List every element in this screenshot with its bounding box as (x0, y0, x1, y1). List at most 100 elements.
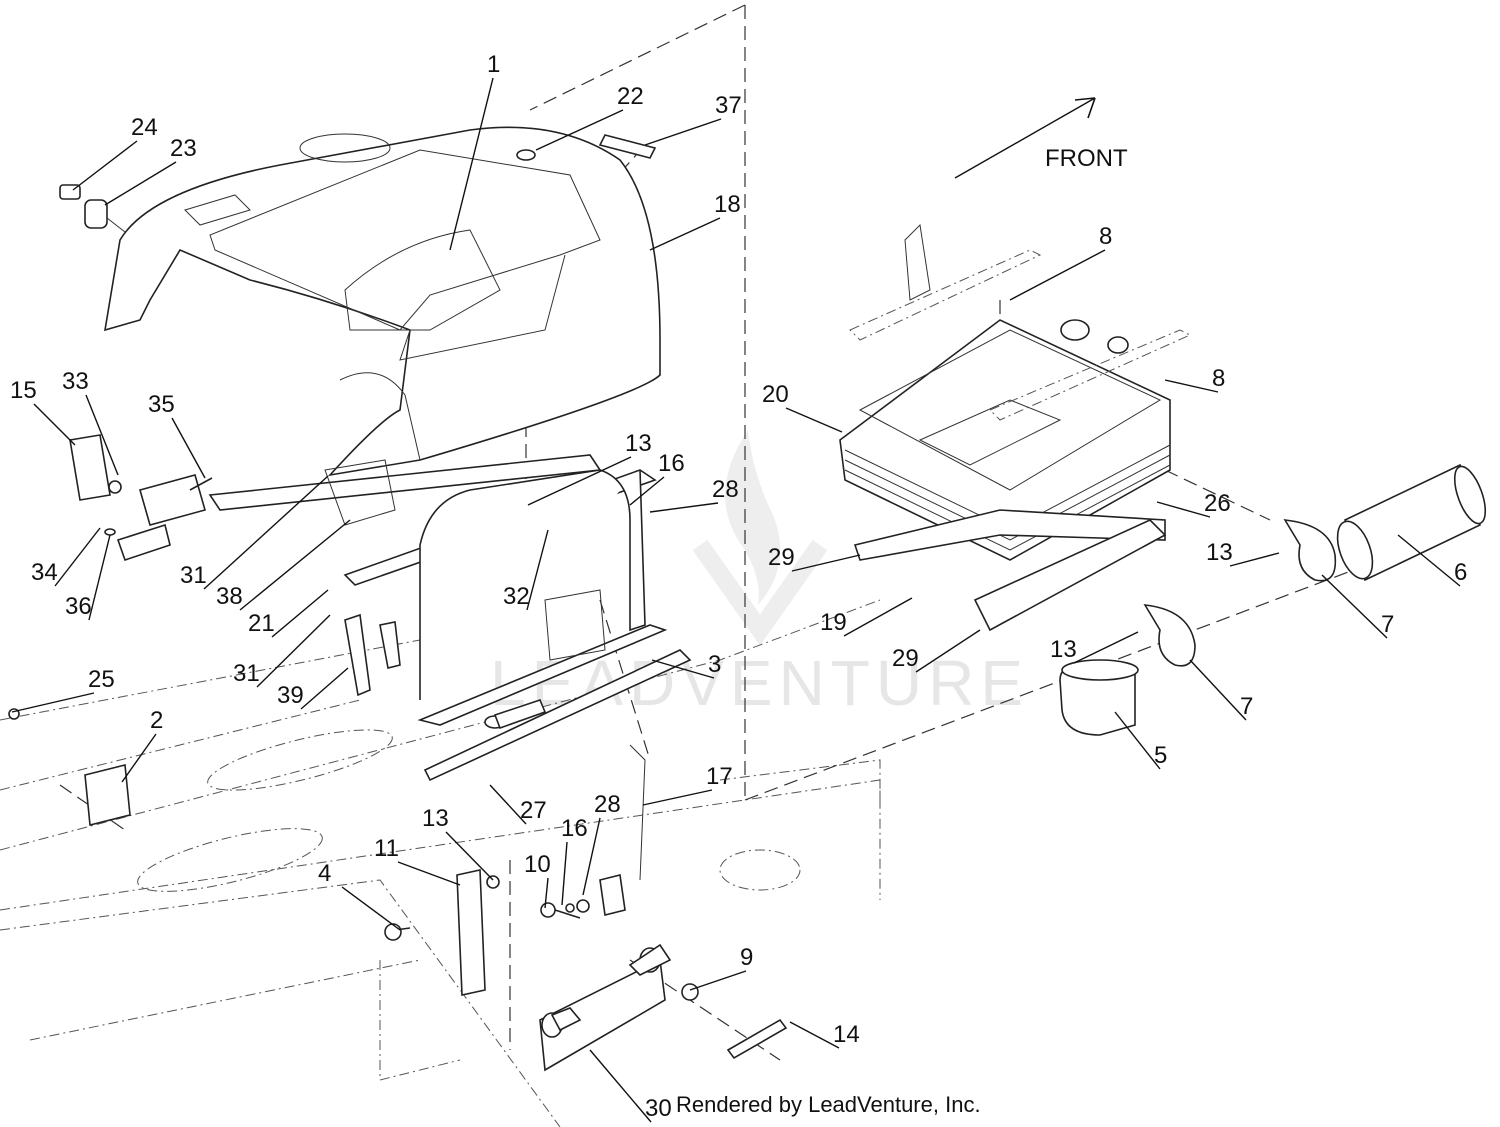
callout-number: 32 (503, 583, 530, 610)
callout-number: 31 (180, 562, 207, 589)
callout-leader-line (1397, 534, 1461, 587)
callout-number: 8 (1099, 223, 1112, 250)
assembly-lines (59, 4, 1381, 1061)
callout-leader-line (445, 831, 494, 881)
callout-number: 21 (248, 610, 275, 637)
callout-leader-line (915, 629, 981, 673)
callout-leader-line (85, 394, 119, 476)
callout-leader-line (1156, 501, 1211, 518)
seat-support-frame (208, 454, 692, 782)
callout-c15: 15 (10, 377, 76, 446)
washer-part (516, 149, 536, 161)
callout-number: 16 (658, 450, 685, 477)
callout-leader-line (1189, 659, 1247, 721)
callout-number: 2 (150, 707, 163, 734)
callout-leader-line (526, 529, 549, 611)
callout-leader-line (644, 118, 722, 146)
callout-number: 15 (10, 377, 37, 404)
callout-c22: 22 (535, 83, 644, 151)
front-direction-arrow: FRONT (954, 97, 1128, 179)
callout-c6: 6 (1397, 534, 1467, 587)
callout-c37: 37 (644, 92, 742, 146)
callout-c7a: 7 (1321, 574, 1394, 639)
callout-number: 5 (1154, 742, 1167, 769)
callout-c13c: 13 (1050, 631, 1139, 664)
callout-leader-line (527, 456, 632, 506)
callout-number: 17 (706, 763, 733, 790)
callout-number: 22 (617, 83, 644, 110)
callout-number: 11 (374, 835, 399, 862)
callout-c13b: 13 (1206, 539, 1280, 567)
callout-leader-line (629, 476, 665, 506)
front-label: FRONT (1045, 145, 1128, 172)
callout-leader-line (582, 817, 601, 896)
callout-number: 37 (715, 92, 742, 119)
callout-leader-line (1321, 574, 1388, 639)
callout-leader-line (791, 554, 861, 572)
callout-c8a: 8 (1009, 223, 1112, 301)
callout-number: 4 (318, 860, 331, 887)
callout-leader-line (397, 861, 461, 886)
callout-number: 13 (1050, 636, 1077, 663)
callout-number: 34 (31, 559, 58, 586)
strip-part (598, 134, 657, 159)
callout-c28a: 28 (649, 476, 739, 513)
callout-leader-line (1229, 552, 1280, 567)
callout-c8b: 8 (1164, 365, 1225, 393)
callout-leader-line (649, 217, 721, 251)
callout-number: 13 (625, 430, 652, 457)
callout-c16b: 16 (561, 815, 588, 906)
callout-number: 39 (277, 682, 304, 709)
callout-c17: 17 (642, 763, 733, 806)
callout-c32: 32 (503, 529, 549, 611)
callout-number: 13 (1206, 539, 1233, 566)
rendered-by-footer: Rendered by LeadVenture, Inc. (676, 1092, 981, 1117)
callout-leader-line (649, 502, 719, 513)
callout-number: 36 (65, 593, 92, 620)
callout-leader-line (54, 527, 101, 587)
callout-c30: 30 (589, 1049, 672, 1123)
callout-c24: 24 (72, 114, 158, 191)
callout-leader-line (239, 519, 351, 611)
callout-leader-line (642, 789, 713, 806)
callout-leader-line (785, 407, 843, 433)
callout-leader-line (1073, 631, 1139, 664)
lower-mount-parts (384, 744, 788, 1072)
callout-number: 29 (768, 544, 795, 571)
callout-leader-line (171, 417, 206, 479)
callout-leader-line (449, 77, 494, 251)
callout-leader-line (104, 161, 177, 206)
callout-c9: 9 (689, 944, 753, 991)
callout-leader-line (341, 886, 401, 931)
callout-c33: 33 (62, 368, 119, 476)
callout-c28b: 28 (582, 791, 621, 896)
callout-c5: 5 (1114, 711, 1167, 770)
callout-number: 38 (216, 583, 243, 610)
bracket-part (8, 708, 131, 827)
callout-number: 20 (762, 381, 789, 408)
callout-c21: 21 (248, 589, 329, 638)
callout-leader-line (1114, 711, 1161, 770)
callout-number: 28 (594, 791, 621, 818)
fender-cover-part (104, 126, 661, 477)
callout-leader-line (88, 534, 111, 621)
callout-leader-line (544, 877, 549, 909)
callout-number: 7 (1240, 693, 1253, 720)
callout-c1: 1 (449, 51, 500, 251)
callout-leader-line (300, 667, 349, 710)
callout-c31b: 31 (233, 614, 331, 688)
callout-c14: 14 (789, 1021, 860, 1049)
callout-c36: 36 (65, 534, 111, 621)
callout-number: 13 (422, 805, 449, 832)
callout-number: 29 (892, 645, 919, 672)
callout-number: 10 (524, 851, 551, 878)
callout-leader-line (72, 140, 138, 191)
callout-number: 26 (1204, 490, 1231, 517)
callout-c26: 26 (1156, 490, 1231, 518)
callout-c31a: 31 (180, 475, 329, 590)
callout-number: 14 (833, 1021, 860, 1048)
callout-leader-line (1164, 379, 1219, 393)
callout-number: 19 (820, 609, 847, 636)
callout-number: 1 (487, 51, 500, 78)
